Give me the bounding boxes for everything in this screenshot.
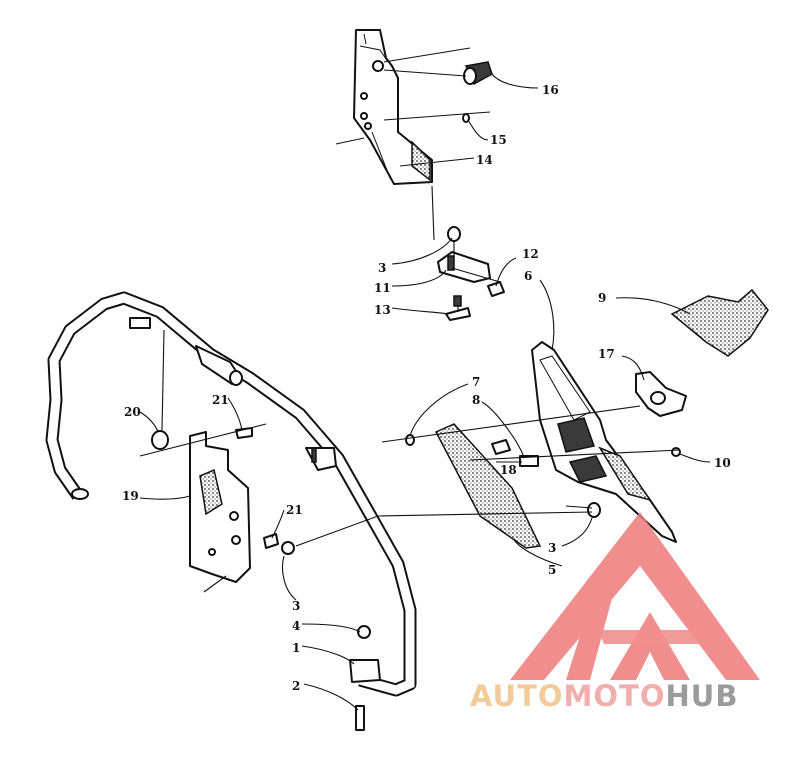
right-plate-assembly xyxy=(381,341,687,549)
small-bracket-assembly xyxy=(437,226,505,321)
callout-3-c: 3 xyxy=(548,541,556,555)
bolt-2 xyxy=(355,705,365,731)
callout-10: 10 xyxy=(714,456,731,470)
rivet-15 xyxy=(383,111,491,123)
bushing-20 xyxy=(151,430,169,450)
callout-11: 11 xyxy=(374,281,391,295)
pin-8 xyxy=(491,439,511,455)
callout-6: 6 xyxy=(524,269,532,283)
callout-13: 13 xyxy=(374,303,391,317)
tube-bracket xyxy=(305,447,337,471)
nut-3-upper xyxy=(447,226,461,242)
callout-16: 16 xyxy=(542,83,559,97)
left-plate-assembly xyxy=(139,329,593,593)
bolt-10 xyxy=(671,447,681,457)
callout-17: 17 xyxy=(598,347,615,361)
foot-plate-1 xyxy=(349,659,381,683)
nut-4 xyxy=(357,625,371,639)
callout-4: 4 xyxy=(292,619,300,633)
watermark-auto: AUTO xyxy=(470,679,564,713)
callout-18: 18 xyxy=(500,463,517,477)
callout-1: 1 xyxy=(292,641,300,655)
callout-12: 12 xyxy=(522,247,539,261)
plate-13 xyxy=(445,307,471,321)
callout-15: 15 xyxy=(490,133,507,147)
callout-leaders xyxy=(139,73,711,711)
callout-8: 8 xyxy=(472,393,480,407)
callout-14: 14 xyxy=(476,153,493,167)
callout-20: 20 xyxy=(124,405,141,419)
watermark-triangle-icon xyxy=(510,512,760,680)
spacer-18 xyxy=(519,455,539,467)
callout-3-a: 3 xyxy=(378,261,386,275)
watermark-logo: AUTOMOTOHUB xyxy=(470,512,760,713)
rivet-21-lower xyxy=(263,533,279,549)
panel-9 xyxy=(670,288,769,357)
callout-2: 2 xyxy=(292,679,300,693)
bolt-12 xyxy=(487,281,505,297)
callout-19: 19 xyxy=(122,489,139,503)
callout-21-a: 21 xyxy=(212,393,229,407)
upper-bracket-assembly xyxy=(335,29,493,241)
pad-5 xyxy=(434,423,542,549)
watermark-moto: MOTO xyxy=(564,679,666,713)
tube-tab-upper xyxy=(129,317,151,329)
watermark-hub: HUB xyxy=(666,679,739,713)
callout-numbers: 16 15 14 3 11 13 12 6 9 17 7 8 18 10 20 … xyxy=(122,83,731,693)
watermark-text: AUTOMOTOHUB xyxy=(470,679,738,713)
bracket-hole xyxy=(372,60,384,72)
callout-3-b: 3 xyxy=(292,599,300,613)
small-bracket-11 xyxy=(437,251,491,283)
pin-7 xyxy=(405,434,415,446)
mounting-plate-19 xyxy=(189,431,251,583)
callout-21-b: 21 xyxy=(286,503,303,517)
callout-7: 7 xyxy=(472,375,480,389)
nut-3-right xyxy=(587,502,601,518)
nut-3-left xyxy=(281,541,295,555)
callout-9: 9 xyxy=(598,291,606,305)
callout-5: 5 xyxy=(548,563,556,577)
side-plate-6 xyxy=(531,341,677,543)
bumper-tube-assembly xyxy=(45,291,417,731)
rubber-mount-16 xyxy=(383,47,493,86)
